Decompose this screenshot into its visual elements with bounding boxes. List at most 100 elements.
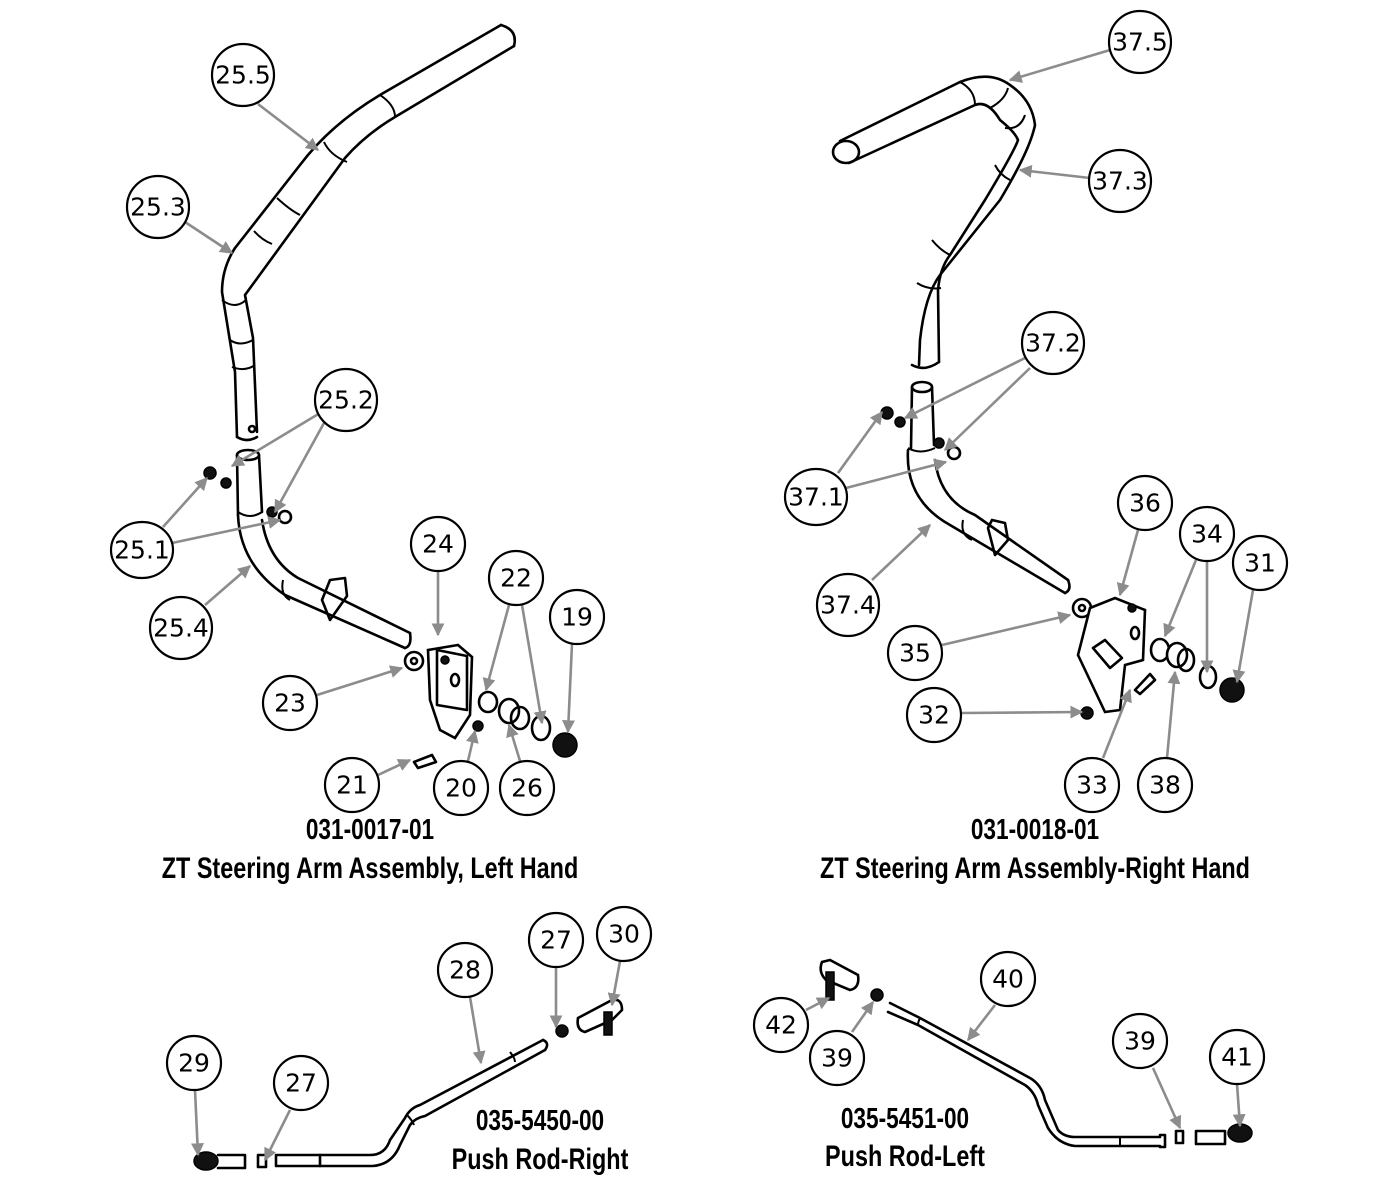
leader-line-39 <box>1151 1067 1182 1130</box>
leader-line-41 <box>1232 1083 1246 1128</box>
callout-label: 32 <box>918 701 950 730</box>
callout-push-rod-left-39: 39 <box>1111 1012 1169 1070</box>
callout-push-rod-right-27: 27 <box>527 911 585 969</box>
callout-label: 25.2 <box>318 386 374 415</box>
callout-label: 28 <box>449 956 481 985</box>
left-lower-tube-part <box>235 448 412 650</box>
callout-right-arm-37.1: 37.1 <box>783 467 849 527</box>
callout-bubble <box>752 996 810 1054</box>
left-steering-arm-drawing <box>203 23 578 770</box>
callout-right-arm-38: 38 <box>1136 756 1194 814</box>
callout-bubble <box>210 42 276 108</box>
callout-left-arm-25.1: 25.1 <box>109 520 175 580</box>
callout-left-arm-25.5: 25.5 <box>210 42 276 108</box>
leader-line-25.1 <box>171 516 282 545</box>
callout-bubble <box>409 515 467 573</box>
callout-bubble <box>498 759 556 817</box>
callout-label: 35 <box>899 639 931 668</box>
callout-bubble <box>323 756 381 814</box>
leader-line-23 <box>316 665 404 697</box>
callout-label: 41 <box>1221 1043 1253 1072</box>
leader-line-35 <box>941 611 1072 647</box>
callout-left-arm-21: 21 <box>323 756 381 814</box>
callout-bubble <box>272 1054 330 1112</box>
right-upper-handle-part <box>831 75 1037 370</box>
callout-bubble <box>487 549 545 607</box>
callout-label: 42 <box>765 1011 797 1040</box>
callout-label: 37.2 <box>1025 329 1081 358</box>
leader-line-37.2 <box>944 367 1031 451</box>
callout-push-rod-right-28: 28 <box>436 941 494 999</box>
callout-bubble <box>436 941 494 999</box>
callout-label: 25.5 <box>215 61 271 90</box>
callout-label: 25.3 <box>130 193 186 222</box>
callout-left-arm-19: 19 <box>548 588 606 646</box>
leader-line-38 <box>1165 670 1181 759</box>
callout-bubble <box>1087 148 1153 214</box>
left-hardware <box>203 466 578 770</box>
callout-push-rod-right-29: 29 <box>165 1034 223 1092</box>
right-arm-description: ZT Steering Arm Assembly-Right Hand <box>820 852 1250 885</box>
callout-label: 37.3 <box>1092 167 1148 196</box>
callout-bubble <box>1208 1028 1266 1086</box>
callout-bubble <box>1136 756 1194 814</box>
leader-line-31 <box>1232 589 1255 684</box>
leader-line-34 <box>1163 559 1198 638</box>
leader-line-37.3 <box>1018 164 1091 180</box>
push-rod-right-drawing <box>193 998 624 1171</box>
leader-line-30 <box>607 960 622 1007</box>
callout-label: 38 <box>1149 771 1181 800</box>
leader-line-21 <box>377 758 412 777</box>
callout-left-arm-22: 22 <box>487 549 545 607</box>
leader-lines <box>162 48 1255 1162</box>
callout-bubble <box>313 367 379 433</box>
leader-line-36 <box>1116 529 1140 597</box>
callout-left-arm-24: 24 <box>409 515 467 573</box>
callout-label: 34 <box>1191 520 1223 549</box>
callout-bubble <box>1231 534 1289 592</box>
leader-line-25.4 <box>204 565 251 606</box>
callout-right-arm-35: 35 <box>886 624 944 682</box>
right-arm-part-number: 031-0018-01 <box>970 814 1100 846</box>
callout-left-arm-25.4: 25.4 <box>148 595 214 661</box>
callout-bubble <box>527 911 585 969</box>
leader-line-27 <box>263 1109 292 1162</box>
callout-bubble <box>432 759 490 817</box>
leader-line-22 <box>520 604 547 725</box>
callout-right-arm-31: 31 <box>1231 534 1289 592</box>
callout-label: 40 <box>992 965 1024 994</box>
callout-right-arm-32: 32 <box>905 686 963 744</box>
left-arm-description: ZT Steering Arm Assembly, Left Hand <box>161 852 579 885</box>
callout-left-arm-26: 26 <box>498 759 556 817</box>
callout-bubble <box>815 572 881 638</box>
callout-label: 31 <box>1244 549 1276 578</box>
callout-right-arm-34: 34 <box>1178 505 1236 563</box>
callout-push-rod-left-41: 41 <box>1208 1028 1266 1086</box>
leader-line-25.5 <box>257 102 320 152</box>
leader-line-32 <box>960 705 1084 719</box>
callout-bubble <box>1063 756 1121 814</box>
callout-label: 25.4 <box>153 614 209 643</box>
callout-push-rod-left-40: 40 <box>979 950 1037 1008</box>
push-rod-left-description: Push Rod-Left <box>825 1140 985 1173</box>
callout-left-arm-25.2: 25.2 <box>313 367 379 433</box>
leader-line-25.1 <box>162 477 208 528</box>
leader-line-42 <box>805 996 831 1012</box>
leader-line-22 <box>482 604 511 692</box>
callout-bubble <box>595 905 653 963</box>
leader-line-25.3 <box>184 220 234 255</box>
push-rod-left-part-number: 035-5451-00 <box>840 1103 970 1135</box>
callout-label: 36 <box>1129 489 1161 518</box>
callout-bubble <box>1107 9 1173 75</box>
callout-bubble <box>1178 505 1236 563</box>
leader-line-37.4 <box>871 524 931 581</box>
callout-push-rod-right-30: 30 <box>595 905 653 963</box>
callout-right-arm-37.3: 37.3 <box>1087 148 1153 214</box>
leader-line-25.2 <box>230 411 321 468</box>
callout-bubble <box>548 588 606 646</box>
callout-label: 30 <box>608 920 640 949</box>
callout-label: 27 <box>285 1069 317 1098</box>
leader-line-28 <box>468 996 486 1065</box>
